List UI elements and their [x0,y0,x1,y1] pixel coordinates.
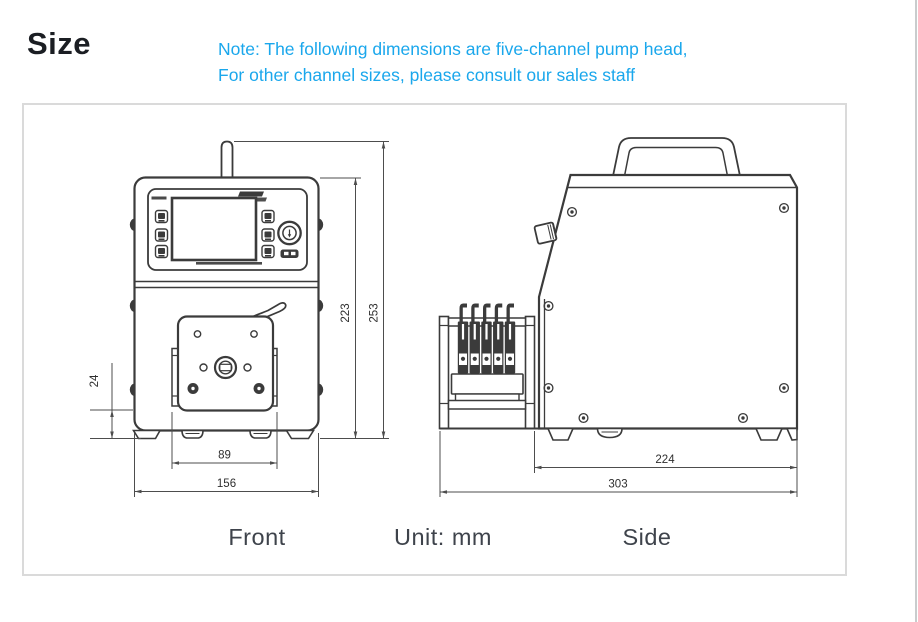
dim-label-253: 253 [369,303,381,322]
front-button [261,209,275,224]
tube-clamp [481,303,492,374]
unit-label: Unit: mm [394,524,492,550]
dim-label-223: 223 [340,303,352,322]
front-button [154,228,169,242]
dim-224: 224 [534,431,798,497]
note-text: Note: The following dimensions are five-… [218,36,688,88]
dim-156: 156 [134,433,319,497]
front-pump-head [176,315,275,412]
dimensions: 24 89 156 [89,141,798,497]
tube-clamp [493,303,504,374]
page-edge-line [915,0,917,622]
note-line-1: Note: The following dimensions are five-… [218,39,688,59]
front-screen [170,196,258,262]
front-button-column-right [261,209,275,259]
tube-clamp [469,303,480,374]
side-adjust-knob [533,221,558,245]
front-feet [132,429,315,440]
dim-253: 253 [234,141,389,439]
dim-label-224: 224 [655,454,675,466]
pump-head-shaft [213,355,238,380]
pump-head-screws [187,383,265,394]
front-view-label: Front [228,524,285,550]
front-view [129,140,324,440]
front-knob [277,220,302,246]
side-body [537,173,799,430]
side-handle [612,137,741,177]
dim-label-303: 303 [608,479,627,491]
side-pump-head [438,303,539,430]
dim-label-156: 156 [217,478,236,490]
dim-223: 223 [320,177,389,439]
dim-label-89: 89 [218,450,231,462]
dim-89: 89 [171,412,278,469]
side-feet [546,427,798,441]
side-view [438,137,799,441]
side-screws [543,202,790,424]
front-button-column-left [154,209,169,259]
front-button [154,244,169,259]
tube-clamp [457,303,469,374]
dim-24: 24 [89,363,141,439]
dim-303: 303 [439,431,797,497]
front-button [261,244,275,259]
front-handle [220,140,234,180]
dim-label-24: 24 [89,374,101,387]
page-title: Size [27,26,92,61]
front-divider [134,280,319,289]
note-line-2: For other channel sizes, please consult … [218,65,635,85]
front-website-label [196,262,262,265]
tube-clamp [504,303,516,374]
front-button [154,209,169,224]
front-power-connector [280,249,299,258]
side-tube-clamps [457,303,516,374]
front-model-label [151,196,167,200]
front-button [261,228,275,242]
side-view-label: Side [622,524,671,550]
